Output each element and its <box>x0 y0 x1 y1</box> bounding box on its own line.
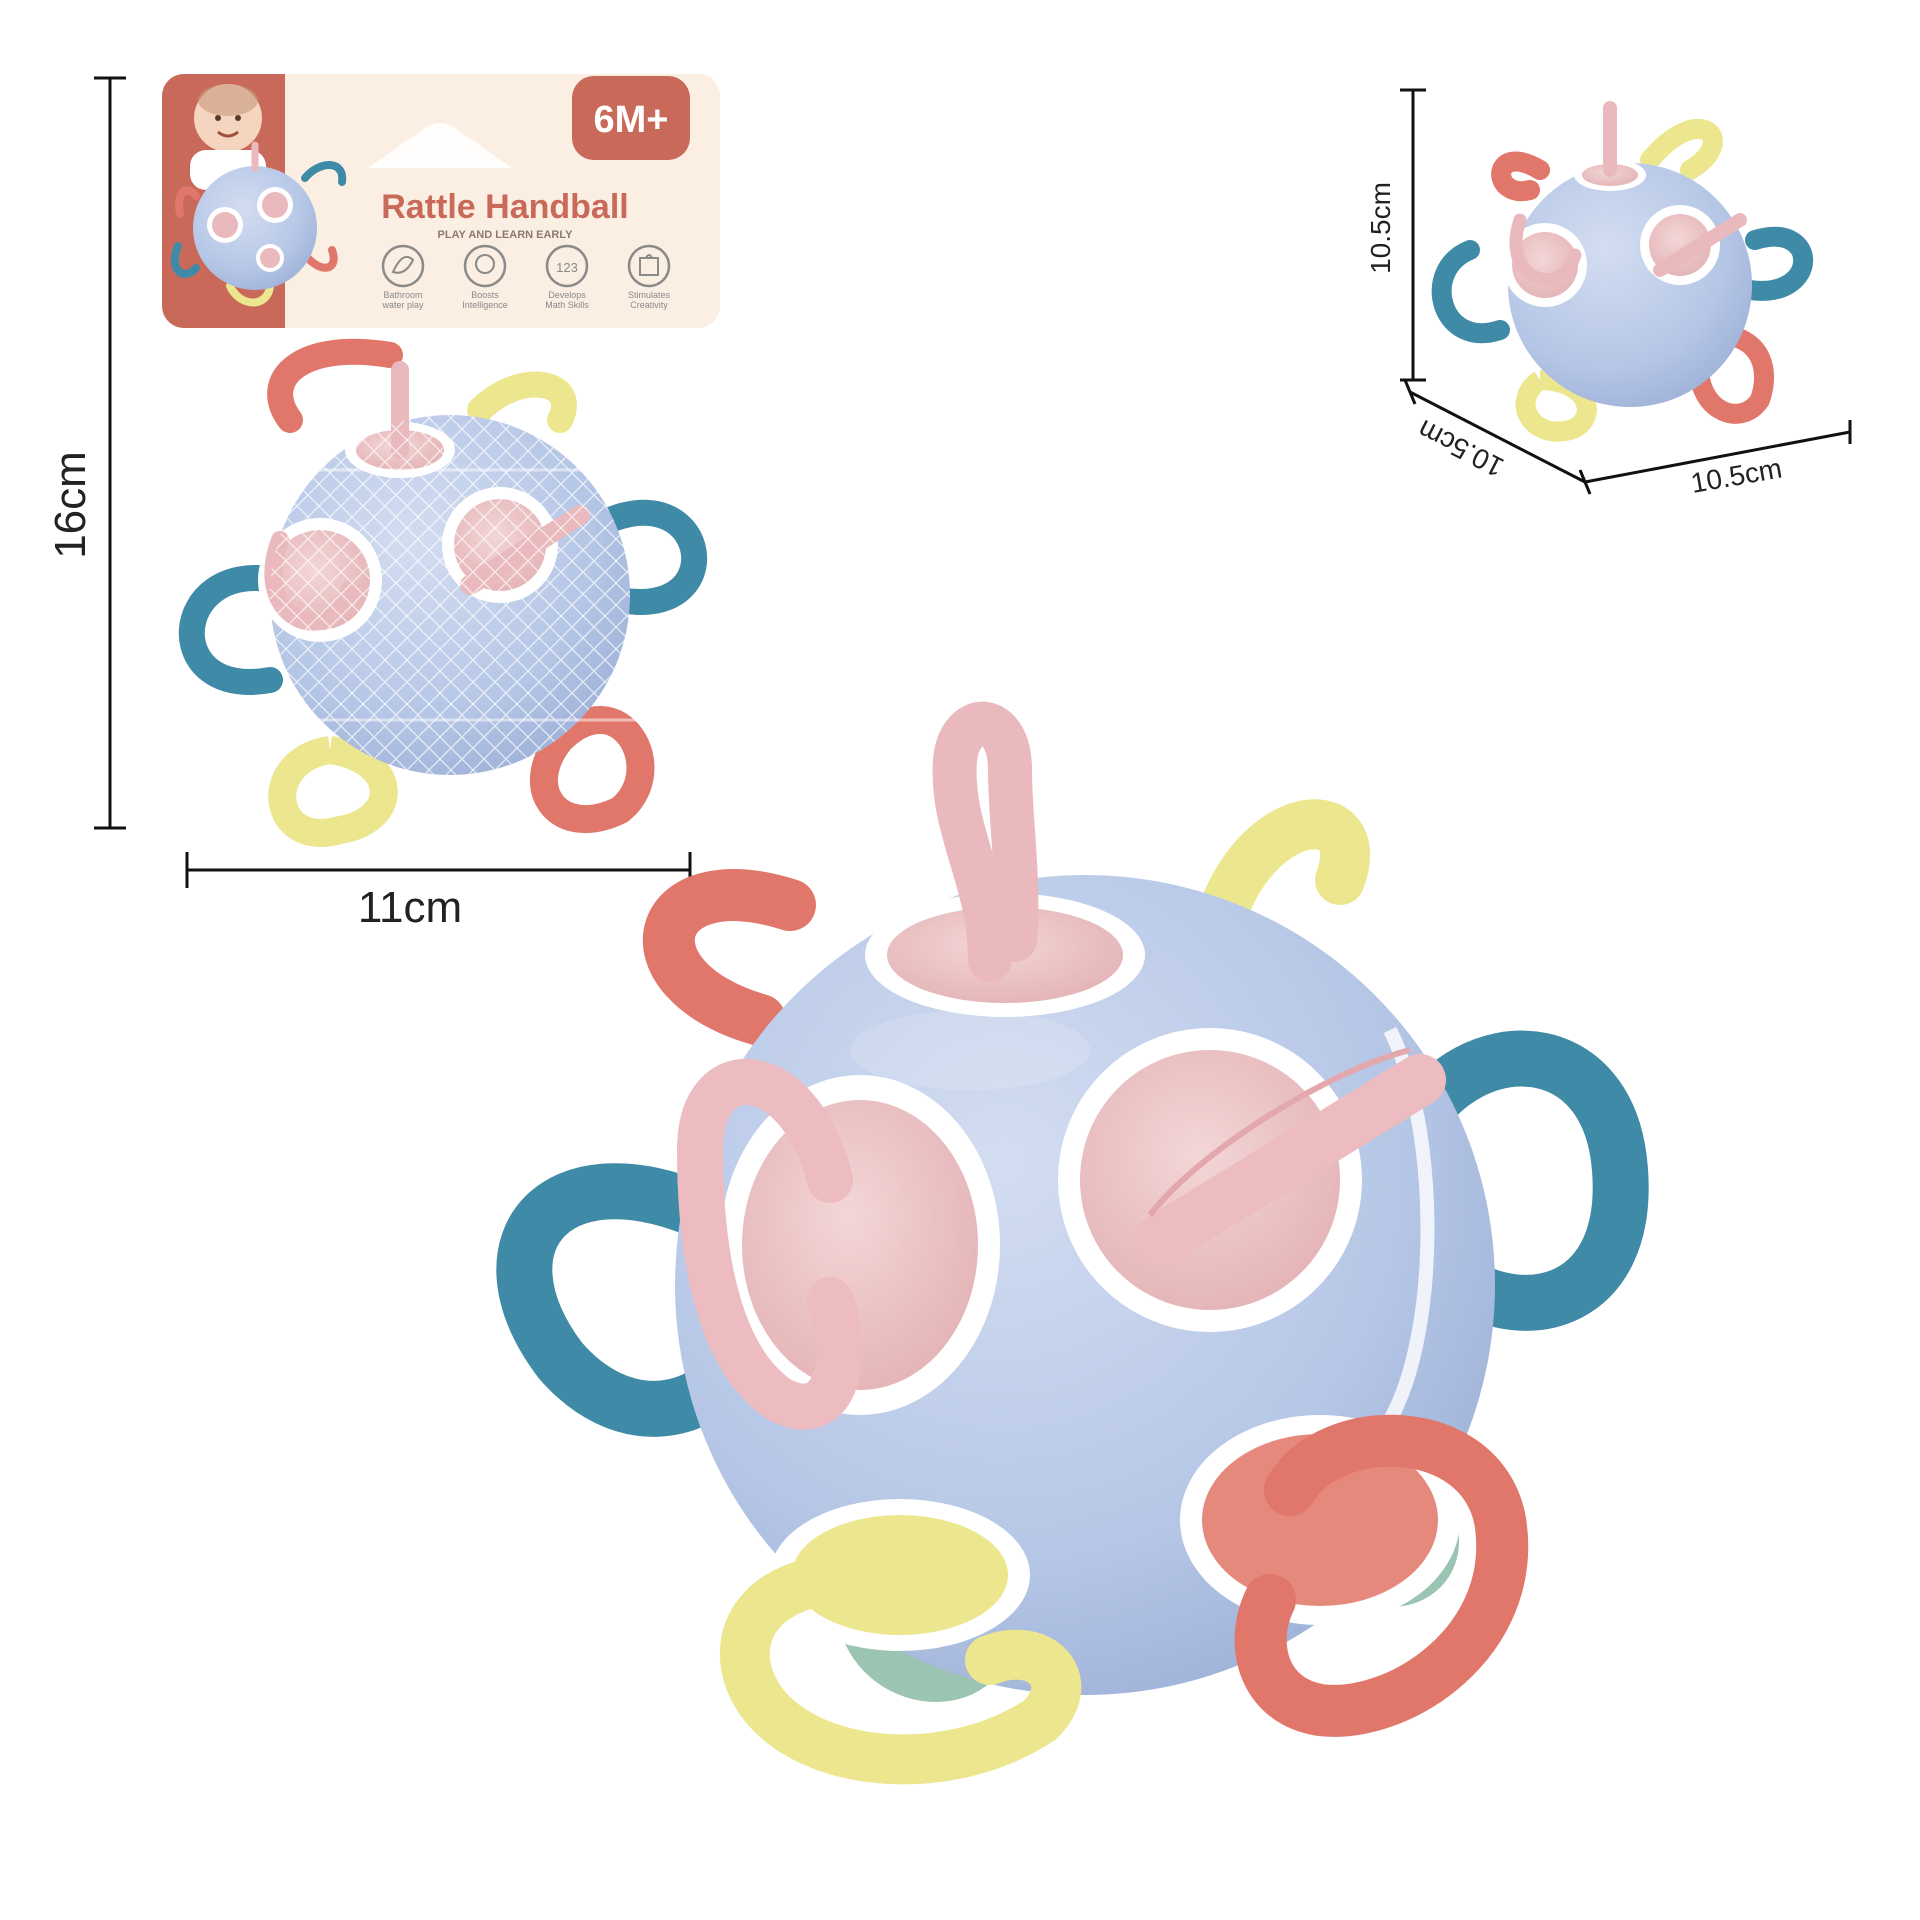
dimension-ball: 10.5cm 10.5cm 10.5cm <box>1365 88 1852 499</box>
package-subtitle: PLAY AND LEARN EARLY <box>438 229 574 241</box>
age-badge-label: 6M+ <box>594 99 669 141</box>
ball-depth-label: 10.5cm <box>1413 414 1509 483</box>
feature-intelligence: Boosts Intelligence <box>462 244 508 310</box>
package-width-dimension: 11cm <box>185 852 692 932</box>
package-title: Rattle Handball <box>381 188 628 226</box>
age-badge: 6M+ <box>572 76 690 160</box>
package-width-label: 11cm <box>358 883 462 932</box>
main-ball <box>496 701 1649 1785</box>
package-height-label: 16cm <box>46 451 95 559</box>
svg-text:Intelligence: Intelligence <box>462 300 508 310</box>
svg-text:Bathroom: Bathroom <box>383 290 422 300</box>
feature-bathroom: Bathroom water play <box>381 244 425 310</box>
svg-text:Creativity: Creativity <box>630 300 668 310</box>
svg-text:Develops: Develops <box>548 290 586 300</box>
numbers-icon: 123 <box>556 260 578 275</box>
feature-math: 123 Develops Math Skills <box>545 244 589 310</box>
svg-text:Boosts: Boosts <box>471 290 499 300</box>
package-card: 6M+ Rattle Handball PLAY AND LEARN EARLY… <box>162 74 720 328</box>
ball-height-label: 10.5cm <box>1365 182 1396 274</box>
feature-icons: Bathroom water play Boosts Intelligence … <box>381 244 671 310</box>
brain-icon <box>475 254 495 274</box>
svg-text:Math Skills: Math Skills <box>545 300 589 310</box>
leaf-icon <box>391 256 415 274</box>
puzzle-icon <box>639 254 659 276</box>
svg-text:Stimulates: Stimulates <box>628 290 671 300</box>
card-ball-image <box>193 141 347 307</box>
feature-creativity: Stimulates Creativity <box>627 244 671 310</box>
packaged-ball <box>178 338 708 847</box>
baby-photo <box>170 84 266 278</box>
svg-text:water play: water play <box>381 300 424 310</box>
package-height-dimension: 16cm <box>46 76 126 830</box>
